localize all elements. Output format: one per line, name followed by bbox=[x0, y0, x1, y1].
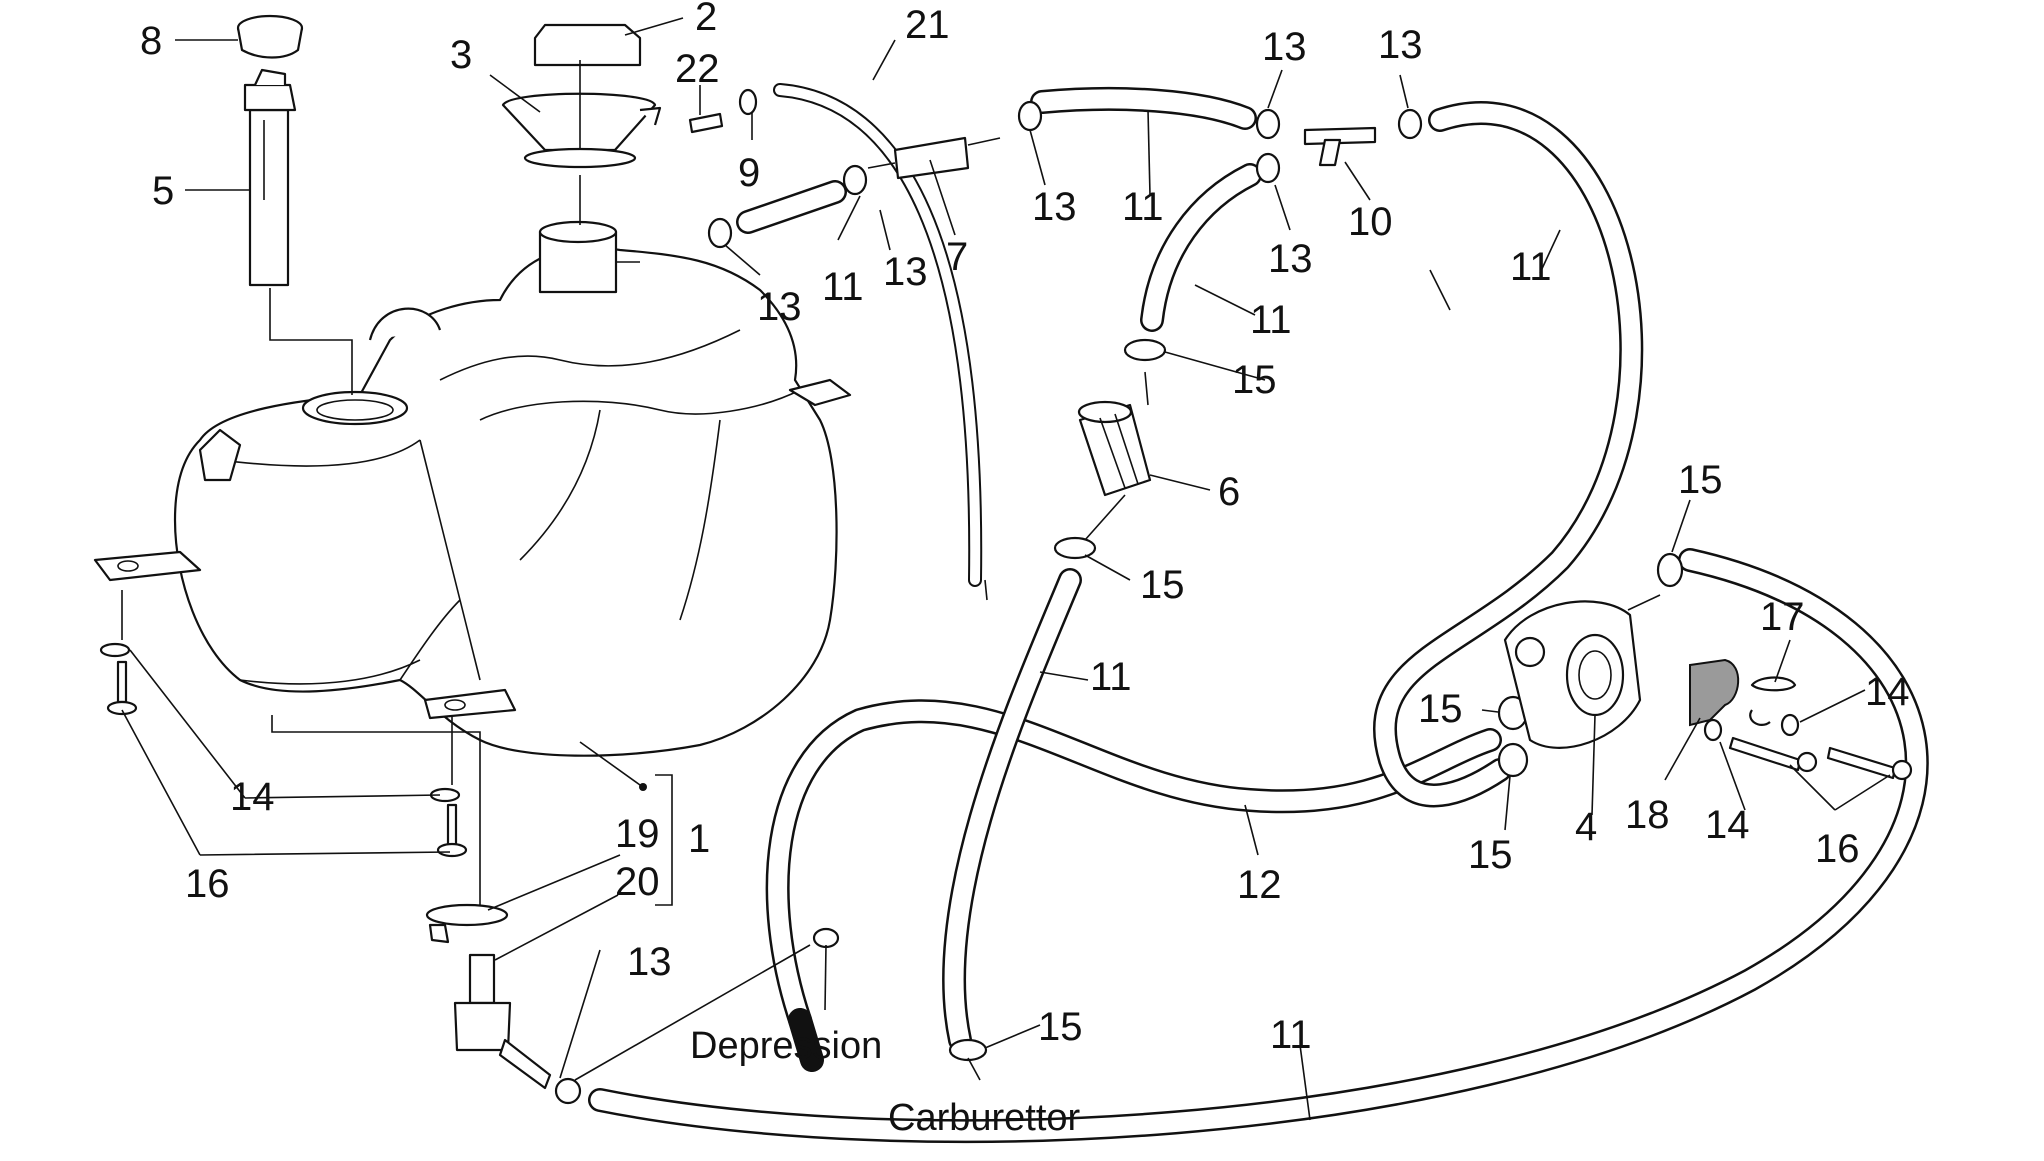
label-2: 2 bbox=[695, 0, 717, 39]
label-17: 17 bbox=[1760, 595, 1805, 639]
label-15-f: 15 bbox=[1038, 1005, 1083, 1049]
label-19: 19 bbox=[615, 812, 660, 856]
label-5: 5 bbox=[152, 169, 174, 213]
label-11-f: 11 bbox=[1270, 1013, 1312, 1057]
label-9: 9 bbox=[738, 151, 760, 195]
label-11-a: 11 bbox=[822, 265, 864, 309]
label-11-d: 11 bbox=[1510, 245, 1552, 289]
label-15-e: 15 bbox=[1468, 833, 1513, 877]
hoses bbox=[588, 83, 1929, 1144]
callout-labels: 8 5 2 3 22 9 21 7 13 11 13 13 11 13 13 1… bbox=[140, 0, 1910, 1139]
label-1: 1 bbox=[688, 817, 710, 861]
label-21: 21 bbox=[905, 3, 950, 47]
label-3: 3 bbox=[450, 33, 472, 77]
label-15-d: 15 bbox=[1418, 687, 1463, 731]
label-14-c: 14 bbox=[230, 775, 275, 819]
label-14-a: 14 bbox=[1865, 670, 1910, 714]
label-16-a: 16 bbox=[1815, 827, 1860, 871]
label-13-g: 13 bbox=[627, 940, 672, 984]
depression-label: Depression bbox=[690, 1025, 882, 1067]
label-10: 10 bbox=[1348, 200, 1393, 244]
label-13-c: 13 bbox=[1032, 185, 1077, 229]
label-15-a: 15 bbox=[1232, 358, 1277, 402]
label-15-c: 15 bbox=[1678, 458, 1723, 502]
label-18: 18 bbox=[1625, 793, 1670, 837]
label-13-b: 13 bbox=[883, 250, 928, 294]
label-11-c: 11 bbox=[1250, 298, 1292, 342]
label-7: 7 bbox=[946, 235, 968, 279]
parts bbox=[99, 14, 1913, 1105]
label-8: 8 bbox=[140, 19, 162, 63]
label-14-b: 14 bbox=[1705, 803, 1750, 847]
label-13-f: 13 bbox=[1268, 237, 1313, 281]
label-13-d: 13 bbox=[1262, 25, 1307, 69]
label-16-b: 16 bbox=[185, 862, 230, 906]
label-11-e: 11 bbox=[1090, 655, 1132, 699]
carburettor-label: Carburettor bbox=[888, 1097, 1081, 1139]
label-13-e: 13 bbox=[1378, 23, 1423, 67]
fuel-tank bbox=[93, 220, 852, 757]
label-13-a: 13 bbox=[757, 285, 802, 329]
label-6: 6 bbox=[1218, 470, 1240, 514]
label-11-b: 11 bbox=[1122, 185, 1164, 229]
leader-lines bbox=[121, 17, 1891, 1121]
label-22: 22 bbox=[675, 47, 720, 91]
label-20: 20 bbox=[615, 860, 660, 904]
label-15-b: 15 bbox=[1140, 563, 1185, 607]
label-12: 12 bbox=[1237, 863, 1282, 907]
label-4: 4 bbox=[1575, 805, 1597, 849]
